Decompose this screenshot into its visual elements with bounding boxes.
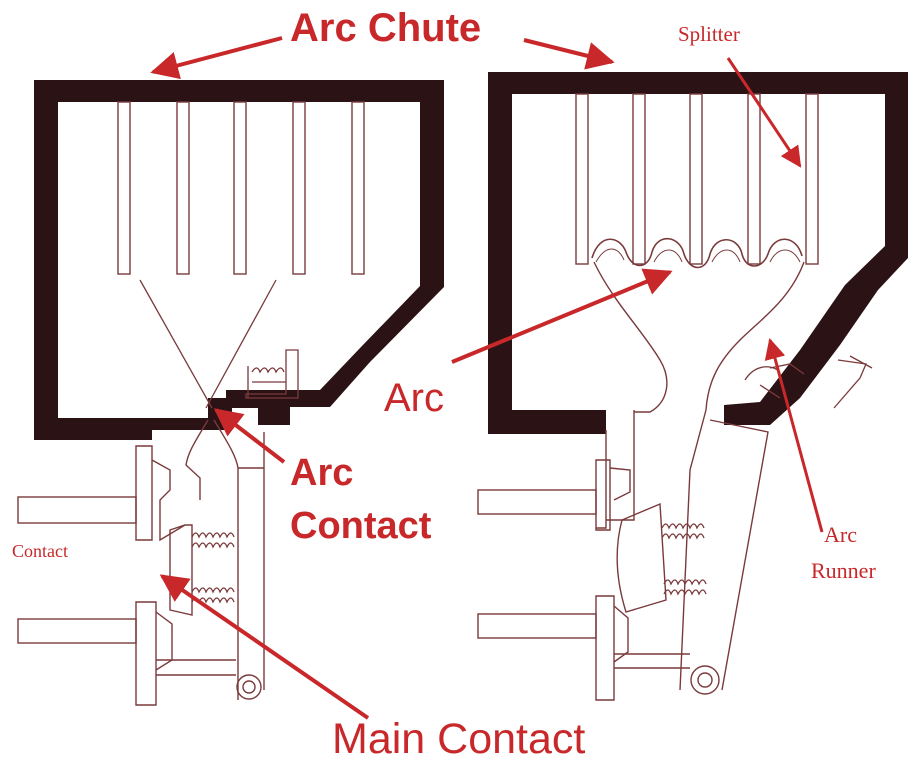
splitter-arrow [726,57,802,168]
main-contact-label: Main Contact [332,715,586,763]
arc-contact-label-line2: Contact [290,505,432,547]
right-moving-arm [616,409,769,695]
left-arc-lines [139,279,277,409]
left-breaker [17,80,444,706]
right-arc-chute-frame [488,72,908,434]
left-fixed-contact [17,445,236,706]
arc-runner-label-line2: Runner [811,558,876,583]
left-splitter-plates [117,101,365,275]
right-splitter-plates [575,93,819,265]
right-fixed-contact [477,459,690,701]
arc-arrow [451,268,673,364]
arc-label: Arc [384,376,444,420]
main-contact-arrow [159,574,370,720]
left-springs [191,532,235,604]
splitter-label: Splitter [678,22,740,46]
arc-chute-arrow-left [150,36,283,80]
label-arrows [150,36,824,720]
right-breaker [477,72,908,701]
left-arc-chute-frame [34,80,444,440]
arc-runner-arrow [764,337,824,533]
arc-runner-label-line1: Arc [824,522,857,547]
contact-label: Contact [12,541,68,561]
right-springs [661,523,707,596]
arc-contact-label-line1: Arc [290,452,354,494]
arc-chute-arrow-right [523,38,615,70]
left-chute-bracket [245,349,299,399]
left-moving-arm [169,419,265,700]
arc-contact-arrow [213,408,286,464]
right-arc-runners [593,261,805,529]
right-arc-wave [591,237,803,269]
arc-chute-label: Arc Chute [290,6,482,50]
